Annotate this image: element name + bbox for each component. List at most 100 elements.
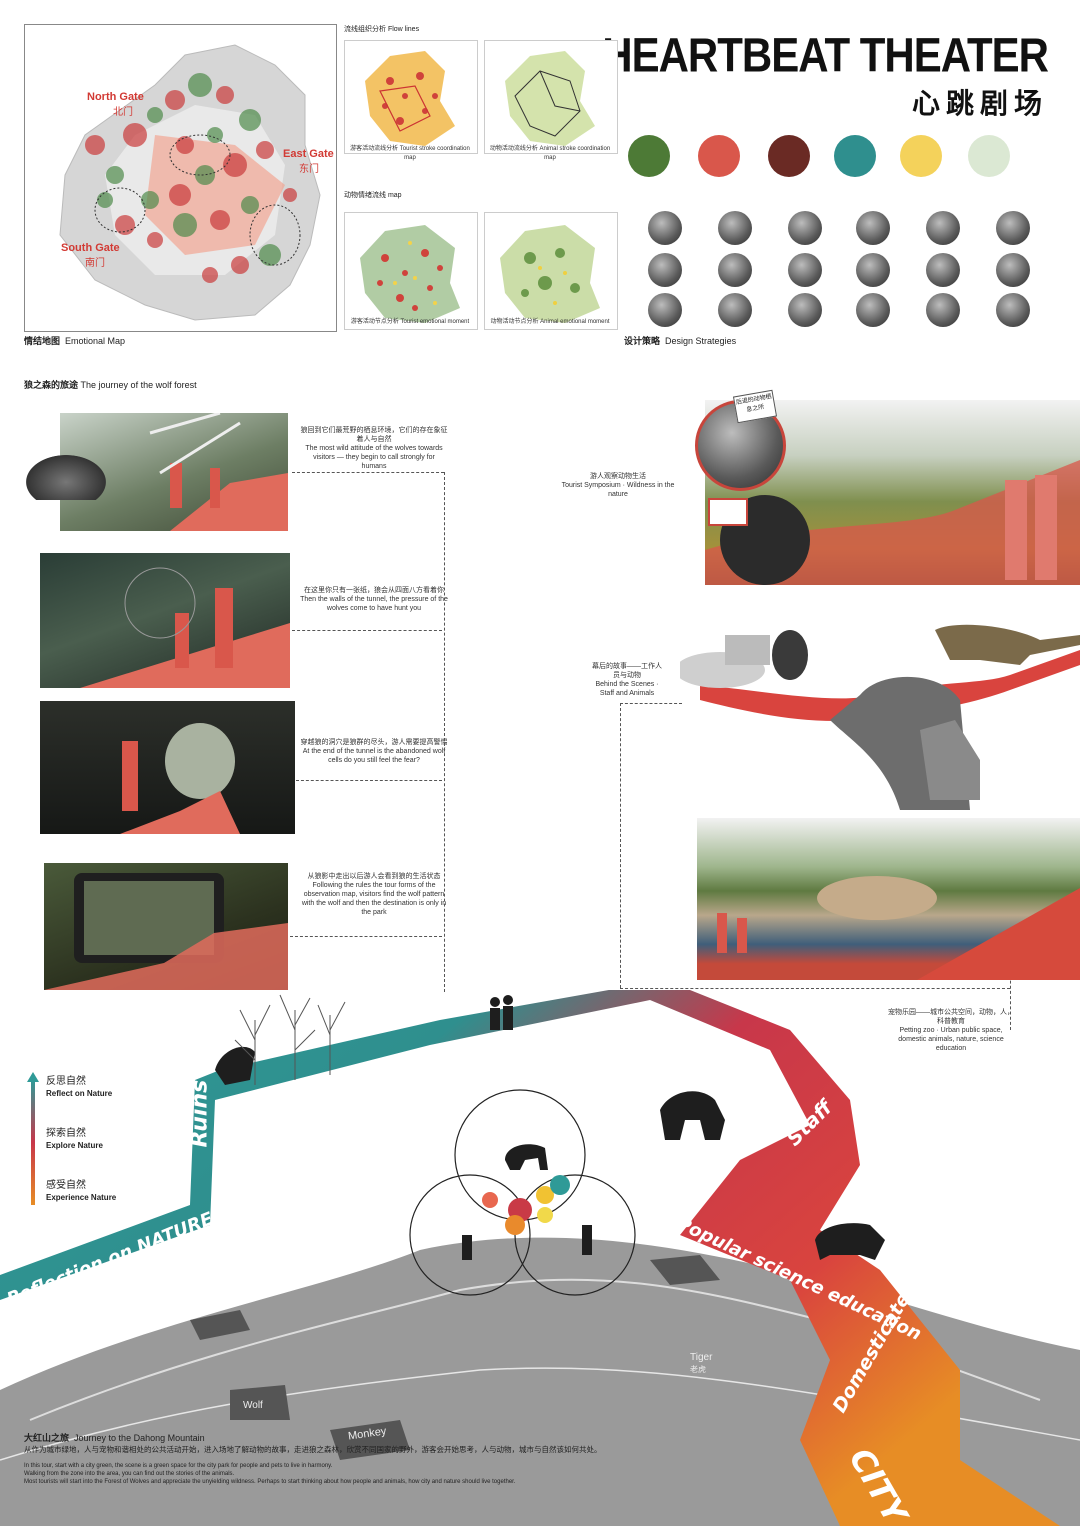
wolf-pack-silhouette bbox=[26, 455, 106, 500]
strategy-photo bbox=[926, 293, 960, 327]
emotional-map bbox=[25, 25, 336, 331]
strategy-photo bbox=[718, 293, 752, 327]
path-label-ruins: Ruins bbox=[188, 1080, 213, 1148]
strategy-photo bbox=[926, 253, 960, 287]
strategy-photo bbox=[996, 211, 1030, 245]
enclosure-scene bbox=[697, 818, 1080, 980]
page-subtitle: 心跳剧场 bbox=[912, 82, 1048, 122]
emotion-bubble bbox=[169, 184, 191, 206]
emotion-bubble bbox=[202, 267, 218, 283]
north-gate-label: North Gate bbox=[87, 91, 144, 103]
animal-node-map bbox=[484, 212, 618, 330]
connector bbox=[444, 472, 445, 992]
strategies-caption: 设计策略 Design Strategies bbox=[624, 336, 736, 347]
strategy-photo bbox=[648, 253, 682, 287]
emotion-bubble bbox=[141, 191, 159, 209]
emotional-map-frame: North Gate 北门 East Gate 东门 South Gate 南门 bbox=[24, 24, 337, 332]
animal-node-caption: 动物活动节点分析 Animal emotional moment bbox=[484, 318, 616, 327]
tourist-flow-map bbox=[344, 40, 478, 154]
emotion-dots bbox=[482, 1175, 570, 1235]
info-sign bbox=[708, 498, 748, 526]
east-gate-label: East Gate bbox=[283, 148, 334, 160]
emotion-bubble bbox=[176, 136, 194, 154]
emotion-bubble bbox=[123, 123, 147, 147]
strategy-photo bbox=[648, 211, 682, 245]
emotion-bubble bbox=[283, 188, 297, 202]
strategy-device-icon bbox=[768, 135, 810, 177]
emotion-bubble bbox=[147, 107, 163, 123]
connector bbox=[620, 703, 621, 988]
strategy-photo bbox=[788, 253, 822, 287]
area-tiger-cn: 老虎 bbox=[690, 1364, 706, 1375]
strategy-photo bbox=[788, 293, 822, 327]
emotion-bubble bbox=[165, 90, 185, 110]
animal-flow-caption: 动物活动流线分析 Animal stroke coordination map bbox=[484, 145, 616, 163]
east-gate-cn: 东门 bbox=[299, 160, 319, 175]
emotion-bubble bbox=[147, 232, 163, 248]
strategy-photo bbox=[856, 293, 890, 327]
emotion-bubble bbox=[216, 86, 234, 104]
north-gate-cn: 北门 bbox=[113, 103, 133, 118]
strategy-photo bbox=[718, 253, 752, 287]
strategy-photo bbox=[926, 211, 960, 245]
emotion-bubble bbox=[223, 153, 247, 177]
south-gate-label: South Gate bbox=[61, 242, 120, 254]
emotional-map-caption: 情结地图 Emotional Map bbox=[24, 336, 125, 347]
wolf-forest-heading: 狼之森的旅途 The journey of the wolf forest bbox=[24, 380, 197, 391]
tourist-node-caption: 游客活动节点分析 Tourist emotional moment bbox=[344, 318, 476, 327]
emotion-bubble bbox=[210, 210, 230, 230]
strategy-water-icon bbox=[834, 135, 876, 177]
emotion-lines-label: 动物情绪流线 map bbox=[344, 190, 402, 201]
wolf-panel-2 bbox=[40, 553, 290, 688]
strategy-photo bbox=[996, 253, 1030, 287]
strategy-photo bbox=[788, 211, 822, 245]
emotion-bubble bbox=[239, 109, 261, 131]
strategy-community-icon bbox=[900, 135, 942, 177]
connector bbox=[292, 472, 444, 473]
emotion-bubble bbox=[188, 73, 212, 97]
emotion-bubble bbox=[241, 196, 259, 214]
staff-scene bbox=[680, 610, 1080, 810]
tourist-flow-caption: 游客活动流线分析 Tourist stroke coordination map bbox=[344, 145, 476, 163]
area-wolf: Wolf bbox=[243, 1400, 263, 1411]
area-tiger: Tiger bbox=[690, 1352, 712, 1363]
strategy-photo bbox=[996, 293, 1030, 327]
page-title: HEARTBEAT THEATER bbox=[602, 28, 1048, 83]
flow-lines-label: 流线组织分析 Flow lines bbox=[344, 24, 419, 35]
connector bbox=[620, 703, 682, 704]
wolf-panel-4 bbox=[44, 863, 288, 990]
tourist-node-map bbox=[344, 212, 478, 330]
strategy-education-icon bbox=[968, 135, 1010, 177]
connector bbox=[292, 630, 442, 631]
emotion-bubble bbox=[115, 215, 135, 235]
wolf-panel-3 bbox=[40, 701, 295, 834]
footer-text: 大红山之旅 Journey to the Dahong Mountain 从作为… bbox=[24, 1432, 764, 1486]
strategy-tourists-icon bbox=[698, 135, 740, 177]
strategy-photo bbox=[856, 211, 890, 245]
strategy-photo bbox=[648, 293, 682, 327]
emotion-bubble bbox=[231, 256, 249, 274]
connector bbox=[620, 988, 1010, 989]
legend-bar bbox=[31, 1080, 35, 1205]
emotion-bubble bbox=[173, 213, 197, 237]
emotion-bubble bbox=[256, 141, 274, 159]
legend-arrow bbox=[27, 1072, 39, 1082]
connector bbox=[296, 780, 442, 781]
animal-flow-map bbox=[484, 40, 618, 154]
south-gate-cn: 南门 bbox=[85, 254, 105, 269]
strategy-photo bbox=[718, 211, 752, 245]
connector bbox=[290, 936, 442, 937]
strategy-nature-icon bbox=[628, 135, 670, 177]
emotion-bubble bbox=[259, 244, 281, 266]
emotion-bubble bbox=[85, 135, 105, 155]
emotion-bubble bbox=[106, 166, 124, 184]
